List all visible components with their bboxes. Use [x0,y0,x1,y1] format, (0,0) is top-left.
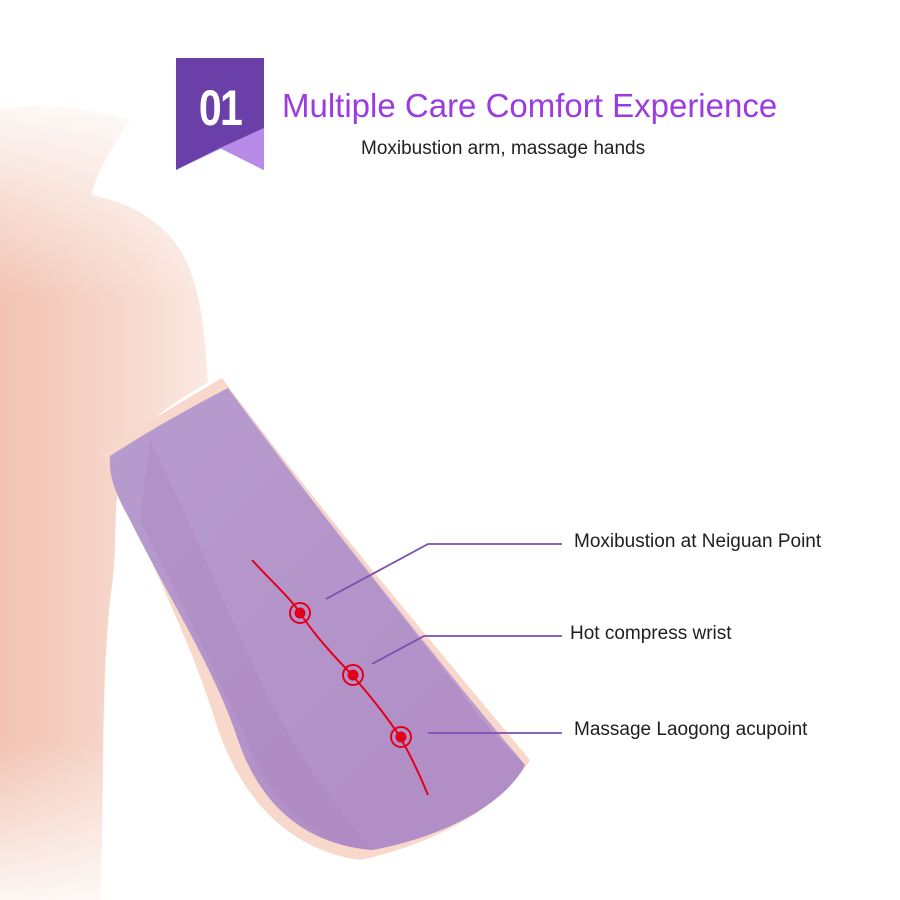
page-subtitle: Moxibustion arm, massage hands [361,138,646,159]
callout-label-wrist: Hot compress wrist [570,623,732,644]
leader-line-neiguan [325,543,562,600]
page-title: Multiple Care Comfort Experience [282,87,778,124]
callout-label-laogong: Massage Laogong acupoint [574,719,808,740]
acupoint-wrist [342,664,364,686]
acupoint-neiguan [289,602,311,624]
step-badge [176,58,264,170]
step-number: 01 [198,80,243,136]
callout-label-neiguan: Moxibustion at Neiguan Point [574,531,822,552]
leader-line-wrist [371,635,562,665]
acupoint-laogong [390,726,412,748]
arm-sleeve [109,388,525,850]
